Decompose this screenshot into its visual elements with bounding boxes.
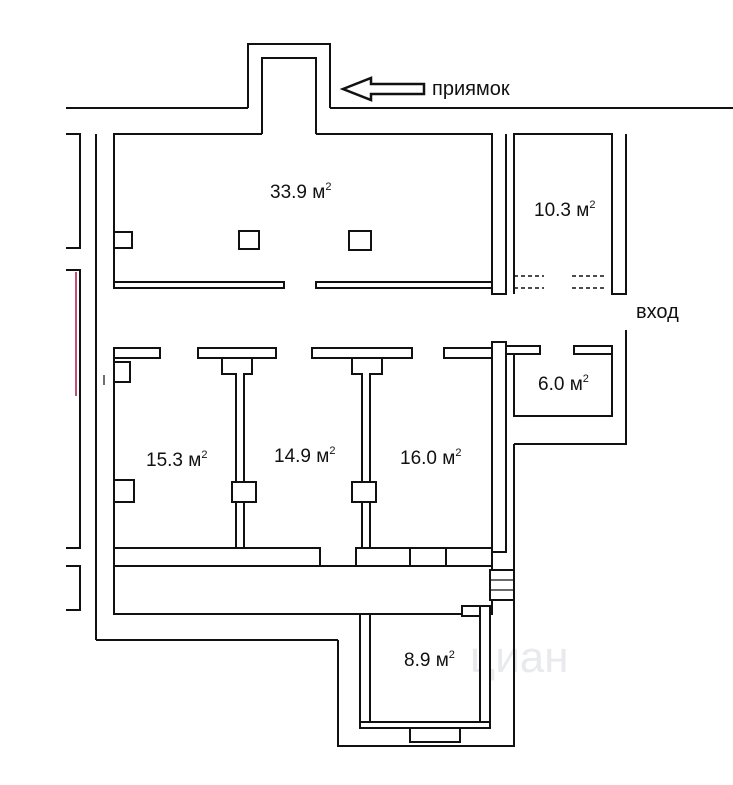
room-16-0-area: 16.0 м2 bbox=[400, 447, 461, 469]
pit-arrow-icon bbox=[339, 76, 426, 102]
room-33-9-area: 33.9 м2 bbox=[270, 181, 331, 203]
room-10-3-walls bbox=[513, 133, 627, 295]
pit-label: приямок bbox=[432, 78, 510, 100]
room-33-9-walls bbox=[113, 133, 507, 295]
outer-wall-left bbox=[66, 133, 105, 640]
room-10-3-area: 10.3 м2 bbox=[534, 199, 595, 221]
room-8-9-walls bbox=[96, 444, 515, 747]
room-8-9-area: 8.9 м2 bbox=[404, 649, 455, 671]
entrance-label: вход bbox=[636, 301, 679, 323]
room-6-0-area: 6.0 м2 bbox=[538, 373, 589, 395]
room-14-9-area: 14.9 м2 bbox=[274, 445, 335, 467]
room-6-0-walls bbox=[505, 330, 627, 445]
pit-shaft bbox=[247, 43, 331, 134]
room-15-3-area: 15.3 м2 bbox=[146, 449, 207, 471]
